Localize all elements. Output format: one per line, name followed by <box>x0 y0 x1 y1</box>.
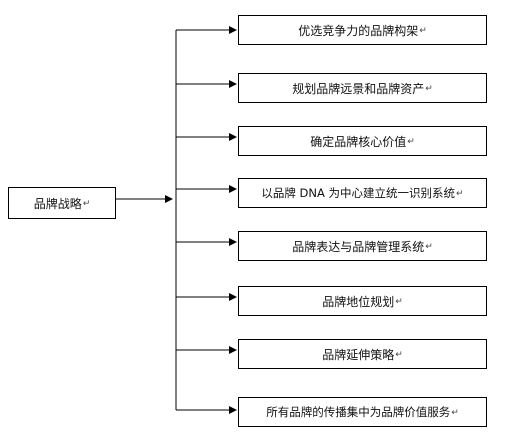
paragraph-mark-icon: ↵ <box>395 350 403 360</box>
branch-node: 品牌延伸策略↵ <box>238 339 487 369</box>
branch-node: 品牌表达与品牌管理系统↵ <box>238 231 487 261</box>
branch-label: 优选竞争力的品牌构架 <box>298 23 419 38</box>
branch-node: 规划品牌远景和品牌资产↵ <box>238 73 487 103</box>
paragraph-mark-icon: ↵ <box>456 189 464 199</box>
branch-label: 品牌表达与品牌管理系统 <box>292 239 425 254</box>
branch-node: 品牌地位规划↵ <box>238 286 487 316</box>
branch-label: 确定品牌核心价值 <box>310 134 407 149</box>
paragraph-mark-icon: ↵ <box>407 137 415 147</box>
branch-label: 品牌地位规划 <box>322 294 395 309</box>
paragraph-mark-icon: ↵ <box>425 84 433 94</box>
paragraph-mark-icon: ↵ <box>395 297 403 307</box>
branch-node: 以品牌 DNA 为中心建立统一识别系统↵ <box>238 178 487 208</box>
branch-node: 优选竞争力的品牌构架↵ <box>238 15 487 45</box>
branch-node: 确定品牌核心价值↵ <box>238 126 487 156</box>
paragraph-mark-icon: ↵ <box>425 242 433 252</box>
branch-label: 品牌延伸策略 <box>322 347 395 362</box>
branch-label: 所有品牌的传播集中为品牌价值服务 <box>266 405 451 419</box>
branch-label: 规划品牌远景和品牌资产 <box>292 81 425 96</box>
root-node: 品牌战略↵ <box>8 187 116 219</box>
branch-node: 所有品牌的传播集中为品牌价值服务↵ <box>238 397 487 427</box>
paragraph-mark-icon: ↵ <box>82 199 91 209</box>
root-label: 品牌战略 <box>33 196 82 211</box>
branch-label: 以品牌 DNA 为中心建立统一识别系统 <box>261 186 456 200</box>
paragraph-mark-icon: ↵ <box>451 408 459 418</box>
paragraph-mark-icon: ↵ <box>419 26 427 36</box>
